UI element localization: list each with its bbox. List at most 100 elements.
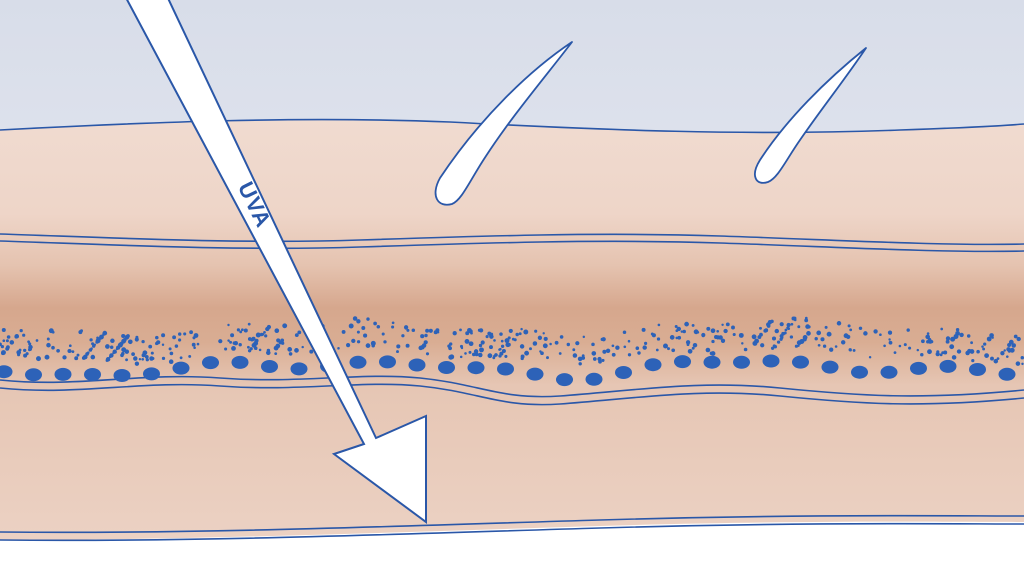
melanin-granule — [373, 321, 377, 326]
melanin-granule — [693, 329, 699, 335]
melanin-granule — [155, 341, 159, 346]
melanin-granule — [196, 342, 200, 346]
melanin-granule — [253, 340, 259, 346]
melanin-granule — [772, 344, 776, 348]
melanin-granule — [263, 331, 266, 334]
melanin-granule — [506, 342, 511, 347]
melanin-granule — [635, 346, 640, 350]
melanin-granule — [1020, 355, 1024, 360]
basal-cell — [762, 354, 780, 368]
melanin-granule — [705, 347, 711, 353]
melanin-granule — [627, 353, 632, 357]
melanin-granule — [534, 341, 537, 345]
melanin-granule — [796, 340, 802, 346]
melanin-granule — [504, 354, 508, 358]
basal-cell — [644, 358, 662, 372]
melanin-granule — [309, 349, 314, 354]
melanin-granule — [178, 338, 182, 342]
melanin-granule — [667, 347, 670, 351]
melanin-granule — [189, 330, 193, 335]
melanin-granule — [887, 330, 893, 335]
melanin-granule — [192, 336, 196, 340]
melanin-granule — [691, 346, 695, 350]
melanin-granule — [9, 340, 15, 345]
basal-cell — [497, 362, 514, 376]
melanin-granule — [494, 353, 498, 357]
melanin-granule — [138, 358, 142, 361]
melanin-granule — [488, 333, 493, 337]
melanin-granule — [99, 334, 104, 340]
melanin-granule — [2, 339, 6, 343]
melanin-granule — [18, 348, 22, 352]
melanin-granule — [716, 329, 720, 333]
basal-cell — [379, 355, 396, 369]
melanin-granule — [356, 330, 360, 334]
melanin-granule — [829, 347, 834, 352]
melanin-granule — [383, 340, 387, 344]
melanin-granule — [519, 344, 525, 349]
melanin-granule — [903, 343, 907, 347]
basal-cell — [910, 361, 927, 375]
basal-cell — [261, 360, 278, 373]
melanin-granule — [449, 342, 453, 346]
melanin-granule — [6, 335, 11, 339]
melanin-granule — [591, 351, 597, 356]
melanin-granule — [920, 352, 924, 357]
melanin-granule — [500, 344, 505, 348]
melanin-granule — [840, 340, 846, 345]
basal-cell — [851, 365, 868, 379]
melanin-granule — [492, 356, 496, 360]
melanin-granule — [523, 329, 529, 335]
melanin-granule — [425, 352, 430, 356]
melanin-granule — [520, 327, 523, 331]
melanin-granule — [966, 334, 971, 338]
melanin-granule — [559, 335, 564, 339]
melanin-granule — [741, 342, 744, 345]
melanin-granule — [62, 355, 67, 360]
melanin-granule — [74, 356, 79, 361]
melanin-granule — [582, 335, 586, 339]
melanin-granule — [802, 335, 808, 340]
basal-cell — [438, 361, 455, 374]
melanin-granule — [986, 336, 992, 342]
melanin-granule — [691, 323, 695, 327]
melanin-granule — [105, 344, 110, 349]
melanin-granule — [258, 348, 262, 352]
melanin-granule — [558, 352, 562, 355]
melanin-granule — [145, 358, 149, 362]
melanin-granule — [572, 348, 576, 352]
melanin-granule — [361, 326, 366, 330]
melanin-granule — [23, 348, 27, 353]
melanin-granule — [301, 345, 304, 349]
melanin-granule — [940, 327, 944, 331]
melanin-granule — [401, 334, 405, 338]
melanin-granule — [396, 344, 401, 349]
melanin-granule — [406, 328, 410, 332]
melanin-granule — [22, 333, 26, 337]
melanin-granule — [253, 346, 258, 351]
melanin-granule — [546, 356, 549, 360]
melanin-granule — [459, 328, 462, 332]
melanin-granule — [224, 347, 228, 351]
melanin-granule — [133, 356, 138, 361]
melanin-granule — [501, 348, 506, 354]
melanin-granule — [820, 337, 825, 342]
melanin-granule — [403, 325, 409, 330]
melanin-granule — [232, 341, 236, 345]
melanin-granule — [499, 347, 502, 351]
melanin-granule — [873, 329, 878, 334]
melanin-granule — [67, 348, 72, 354]
melanin-granule — [125, 358, 129, 362]
melanin-granule — [255, 332, 261, 338]
melanin-granule — [405, 343, 410, 348]
melanin-granule — [754, 338, 760, 344]
melanin-granule — [611, 344, 615, 348]
melanin-granule — [161, 356, 166, 361]
melanin-granule — [227, 339, 230, 342]
melanin-granule — [824, 325, 828, 329]
melanin-granule — [848, 348, 852, 352]
melanin-granule — [759, 326, 762, 330]
melanin-granule — [91, 342, 95, 346]
melanin-granule — [144, 355, 149, 359]
melanin-granule — [945, 339, 950, 344]
